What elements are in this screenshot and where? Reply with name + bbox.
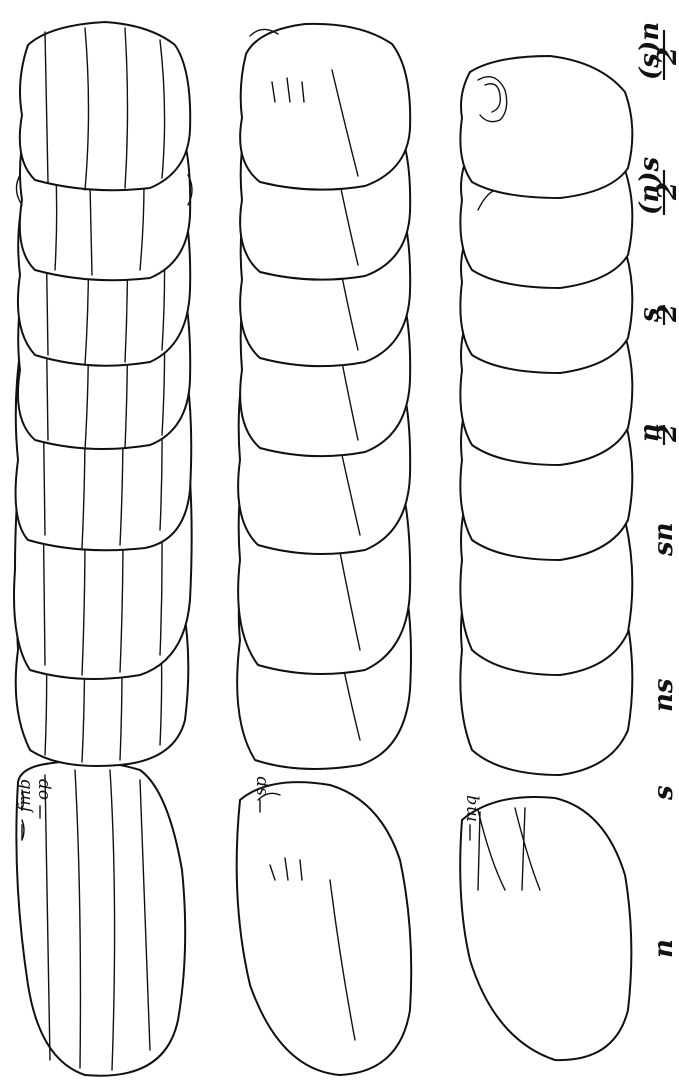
svg-text:sn: sn bbox=[649, 522, 679, 557]
column-label-ns: ns bbox=[649, 678, 679, 712]
dorsal-row bbox=[14, 22, 192, 1076]
dorsal-embryo-sn2 bbox=[20, 22, 190, 190]
lateral-embryo-sn2 bbox=[240, 24, 410, 190]
ventral-row bbox=[460, 56, 632, 1060]
svg-text:s: s bbox=[649, 785, 679, 801]
svg-text:n: n bbox=[649, 939, 679, 958]
column-label-n2: n 2 bbox=[635, 423, 679, 445]
svg-text:2: 2 bbox=[653, 424, 679, 443]
svg-text:op: op bbox=[33, 779, 53, 800]
column-label-sn2: (s)n 2 bbox=[635, 22, 679, 80]
ventral-embryo-sn2 bbox=[460, 56, 632, 198]
svg-text:2: 2 bbox=[653, 304, 679, 323]
column-label-s2: s 2 bbox=[635, 304, 679, 325]
column-label-ns2: (n)s 2 bbox=[635, 156, 679, 215]
column-label-sn: sn bbox=[649, 522, 679, 557]
column-label-n: n bbox=[649, 939, 679, 958]
ventral-embryo-n bbox=[460, 797, 631, 1060]
column-label-s: s bbox=[649, 785, 679, 801]
dorsal-embryo-n bbox=[16, 761, 185, 1076]
svg-text:ns: ns bbox=[649, 678, 679, 712]
svg-text:sp: sp bbox=[251, 776, 271, 796]
svg-text:2: 2 bbox=[653, 47, 679, 66]
lateral-row bbox=[237, 24, 412, 1075]
svg-text:2: 2 bbox=[653, 182, 679, 201]
svg-text:fmb: fmb bbox=[15, 779, 35, 814]
svg-text:mq: mq bbox=[461, 795, 481, 822]
lateral-embryo-n bbox=[237, 782, 412, 1075]
